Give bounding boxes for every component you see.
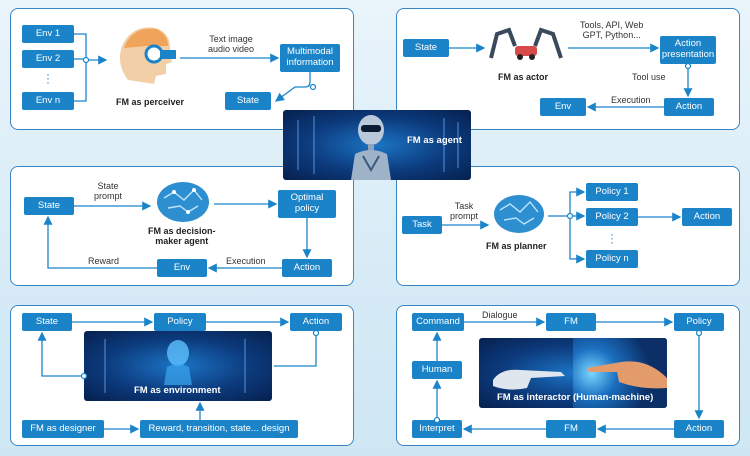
- optimal-policy-box[interactable]: Optimal policy: [278, 190, 336, 218]
- command-box[interactable]: Command: [412, 313, 464, 331]
- perceiver-caption: FM as perceiver: [116, 97, 185, 107]
- env-panel-action-box[interactable]: Action: [290, 313, 342, 331]
- planner-action-box[interactable]: Action: [682, 208, 732, 226]
- design-box[interactable]: Reward, transition, state... design: [140, 420, 298, 438]
- action-presentation-box[interactable]: Action presentation: [660, 36, 716, 64]
- policy-ellipsis: ···: [610, 227, 614, 249]
- actor-caption: FM as actor: [498, 72, 549, 82]
- env-panel-state-box[interactable]: State: [22, 313, 72, 331]
- hologram-head-icon: [164, 340, 192, 385]
- brain-icon: [157, 182, 209, 222]
- planner-caption: FM as planner: [486, 241, 547, 251]
- decision-reward-label: Reward: [88, 256, 120, 266]
- env-n-box[interactable]: Env n: [22, 92, 74, 110]
- task-box[interactable]: Task: [402, 216, 442, 234]
- dialogue-label: Dialogue: [482, 310, 518, 320]
- actor-env-box[interactable]: Env: [540, 98, 586, 116]
- panel-planner: [396, 166, 740, 286]
- human-hand-icon: [587, 361, 667, 389]
- decision-env-box[interactable]: Env: [157, 259, 207, 277]
- environment-caption: FM as environment: [134, 385, 221, 396]
- policy-2-box[interactable]: Policy 2: [586, 208, 638, 226]
- multimodal-info-box[interactable]: Multimodal information: [280, 44, 340, 72]
- agent-banner-title: FM as agent: [407, 135, 462, 146]
- agent-banner: FM as agent: [283, 110, 471, 180]
- robot-icon: [351, 115, 391, 180]
- perceiver-head-icon: [120, 27, 176, 85]
- env-1-box[interactable]: Env 1: [22, 25, 74, 43]
- env-ellipsis: ···: [46, 67, 50, 89]
- env-2-box[interactable]: Env 2: [22, 50, 74, 68]
- actor-execution-label: Execution: [611, 95, 651, 105]
- actor-state-box[interactable]: State: [403, 39, 449, 57]
- human-box[interactable]: Human: [412, 361, 462, 379]
- perceiver-modalities-label: Text image audio video: [208, 34, 255, 55]
- env-panel-policy-box[interactable]: Policy: [154, 313, 206, 331]
- actor-tool-use-label: Tool use: [632, 72, 666, 82]
- interactor-banner: FM as interactor (Human-machine): [479, 338, 667, 408]
- policy-1-box[interactable]: Policy 1: [586, 183, 638, 201]
- interactor-action-box[interactable]: Action: [674, 420, 724, 438]
- interactor-policy-box[interactable]: Policy: [674, 313, 724, 331]
- policy-n-box[interactable]: Policy n: [586, 250, 638, 268]
- decision-state-prompt-label: State prompt: [94, 181, 123, 202]
- decision-execution-label: Execution: [226, 256, 266, 266]
- actor-tools-label: Tools, API, Web GPT, Python...: [580, 20, 644, 41]
- fm-designer-box[interactable]: FM as designer: [22, 420, 104, 438]
- decision-action-box[interactable]: Action: [282, 259, 332, 277]
- perceiver-state-box[interactable]: State: [225, 92, 271, 110]
- interactor-fm-top-box[interactable]: FM: [546, 313, 596, 331]
- planner-brain-icon: [494, 195, 544, 233]
- actor-action-box[interactable]: Action: [664, 98, 714, 116]
- decision-caption: FM as decision- maker agent: [148, 226, 216, 247]
- robot-arms-icon: [489, 27, 563, 60]
- task-prompt-label: Task prompt: [450, 201, 479, 222]
- environment-banner: FM as environment: [84, 331, 272, 401]
- decision-state-box[interactable]: State: [24, 197, 74, 215]
- robot-hand-icon: [493, 369, 565, 390]
- interactor-caption: FM as interactor (Human-machine): [497, 392, 654, 403]
- interpret-box[interactable]: Interpret: [412, 420, 462, 438]
- interactor-fm-bottom-box[interactable]: FM: [546, 420, 596, 438]
